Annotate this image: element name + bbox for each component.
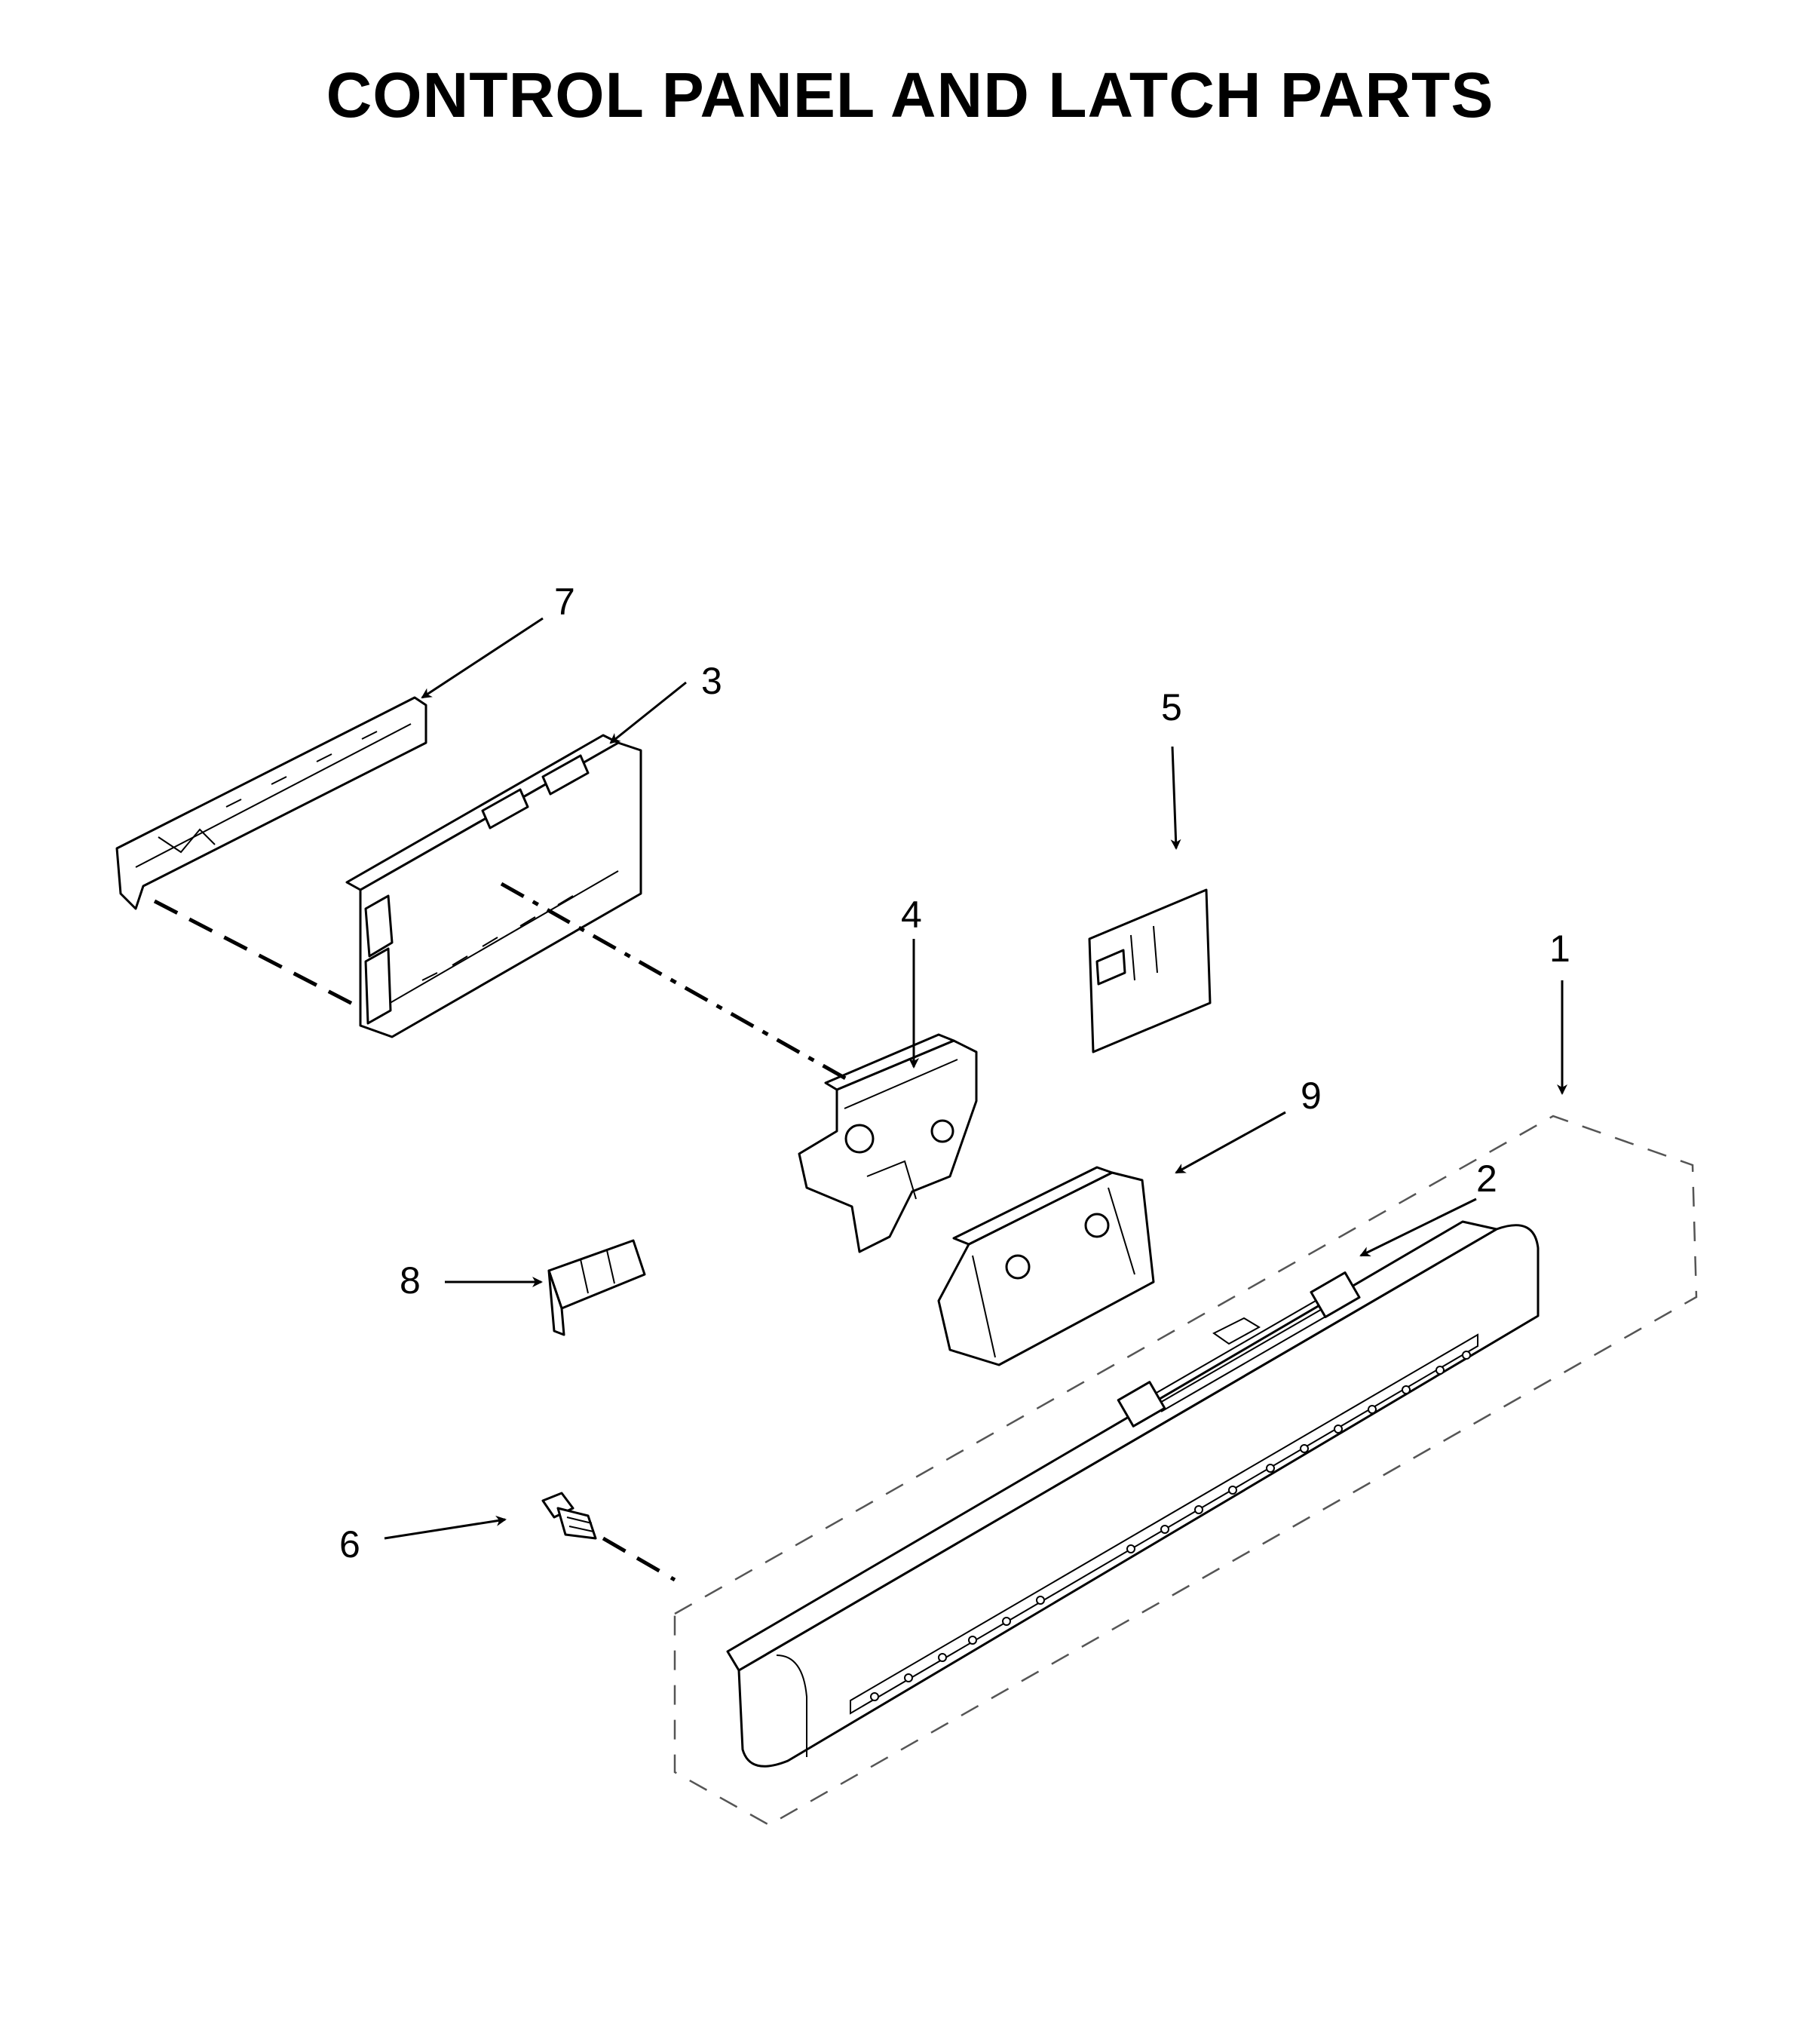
part-8-small-clip <box>547 1239 646 1336</box>
leader-arrows <box>384 617 1567 1540</box>
callout-7: 7 <box>554 581 575 623</box>
assembly-line-board-to-latch <box>500 882 850 1082</box>
part-2-wire-harness <box>1117 1271 1361 1428</box>
callout-8: 8 <box>400 1259 421 1302</box>
part-5-clip <box>1088 888 1212 1053</box>
callout-6: 6 <box>339 1523 360 1566</box>
part-7-bracket <box>115 696 427 910</box>
part-3-control-board <box>345 734 642 1038</box>
callout-4: 4 <box>901 894 922 936</box>
part-6-screw <box>541 1492 597 1540</box>
part-4-door-latch <box>798 1033 978 1253</box>
diagram-title: CONTROL PANEL AND LATCH PARTS <box>326 60 1494 130</box>
callout-1: 1 <box>1549 928 1570 970</box>
part-9-handle-housing <box>937 1166 1155 1366</box>
part-1-control-panel <box>673 1115 1698 1826</box>
callout-3: 3 <box>701 660 722 702</box>
assembly-line-bracket-to-board <box>153 899 360 1009</box>
callout-2: 2 <box>1476 1158 1497 1200</box>
assembly-line-screw <box>602 1536 676 1582</box>
callout-9: 9 <box>1301 1075 1322 1117</box>
callout-5: 5 <box>1161 686 1182 728</box>
